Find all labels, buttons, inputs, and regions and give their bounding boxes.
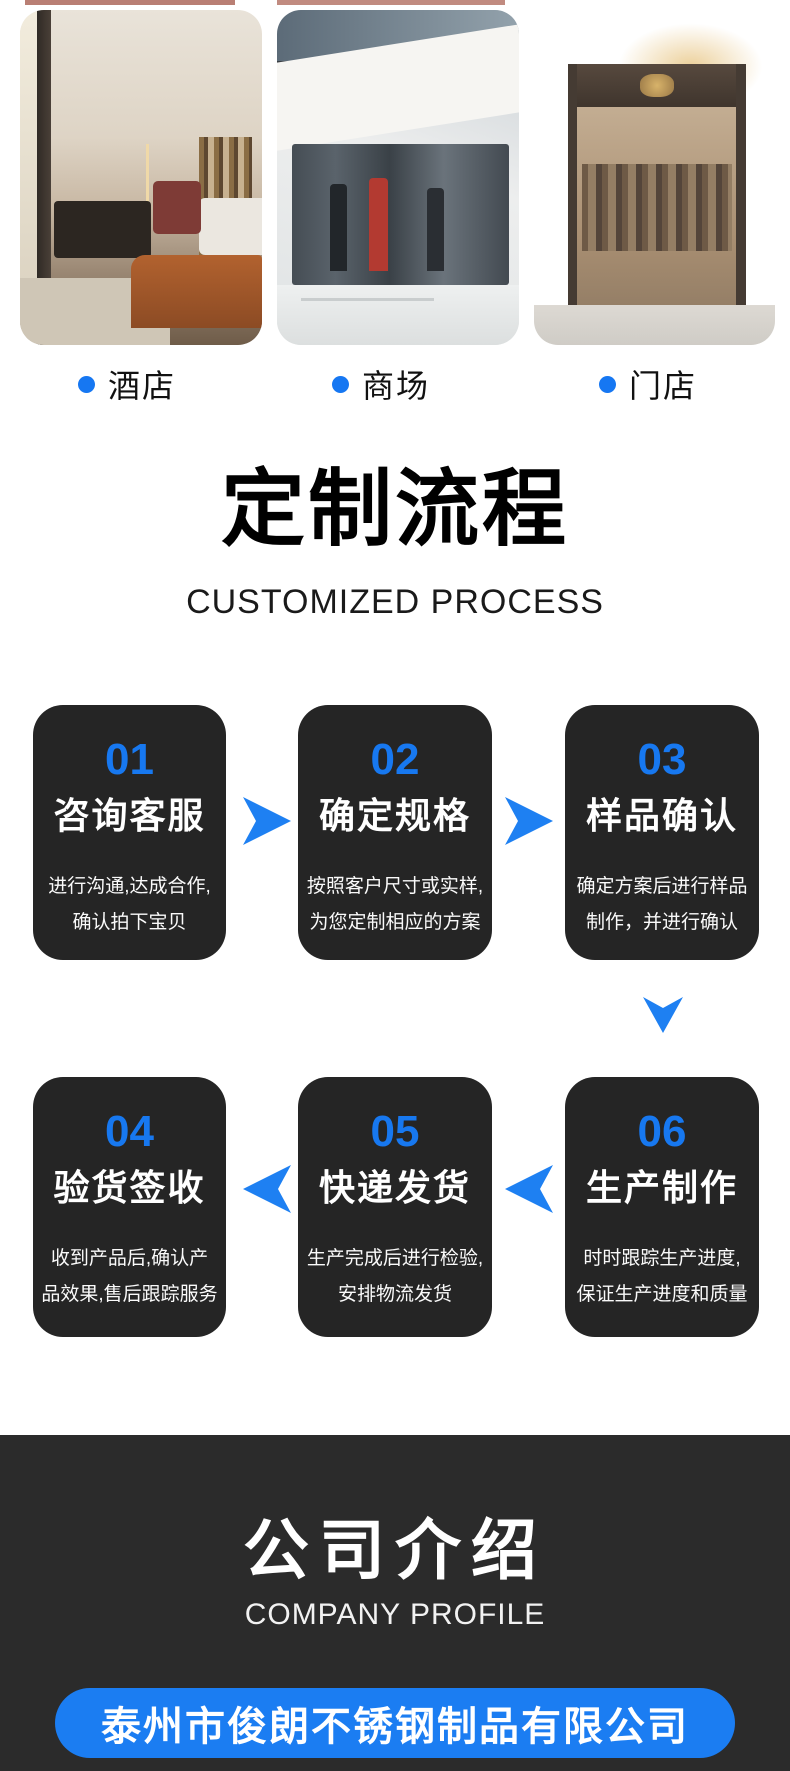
step-number: 04 — [105, 1107, 154, 1156]
step-description: 收到产品后,确认产 品效果,售后跟踪服务 — [41, 1248, 218, 1306]
step-title: 生产制作 — [585, 1167, 738, 1208]
gallery-label-mall: 商场 — [332, 362, 430, 406]
process-step-card-5: 05 快递发货 生产完成后进行检验, 安排物流发货 — [298, 1077, 492, 1337]
bullet-dot-icon — [78, 375, 95, 393]
top-edge-strip — [25, 0, 235, 5]
company-section-title: 公司介绍 — [243, 1513, 547, 1587]
step-number: 06 — [637, 1107, 687, 1156]
step-number: 03 — [637, 735, 687, 784]
step-description: 进行沟通,达成合作, 确认拍下宝贝 — [48, 876, 211, 934]
step-number: 05 — [370, 1107, 420, 1156]
step-title: 快递发货 — [318, 1167, 471, 1208]
mall-photo — [277, 10, 519, 345]
gallery-label-text: 商场 — [362, 368, 431, 404]
gallery-label-text: 酒店 — [108, 368, 177, 404]
step-description: 确定方案后进行样品 制作，并进行确认 — [576, 876, 748, 934]
bullet-dot-icon — [332, 375, 349, 393]
step-title: 样品确认 — [585, 795, 738, 836]
arrow-down-icon — [643, 997, 683, 1033]
hotel-photo — [20, 10, 262, 345]
process-step-card-3: 03 样品确认 确定方案后进行样品 制作，并进行确认 — [565, 705, 759, 960]
arrow-left-icon — [243, 1165, 291, 1213]
company-section: 公司介绍 COMPANY PROFILE 泰州市俊朗不锈钢制品有限公司 — [0, 1435, 790, 1771]
arrow-right-icon — [505, 797, 553, 845]
company-name-banner: 泰州市俊朗不锈钢制品有限公司 — [55, 1688, 735, 1758]
arrow-left-icon — [505, 1165, 553, 1213]
process-step-card-1: 01 咨询客服 进行沟通,达成合作, 确认拍下宝贝 — [33, 705, 226, 960]
company-section-subtitle: COMPANY PROFILE — [244, 1598, 546, 1631]
gallery-label-hotel: 酒店 — [78, 362, 176, 406]
step-number: 02 — [370, 735, 420, 784]
step-title: 咨询客服 — [53, 795, 206, 836]
gallery-label-text: 门店 — [629, 368, 698, 404]
process-section-subtitle: CUSTOMIZED PROCESS — [186, 583, 604, 621]
gallery-label-store: 门店 — [599, 362, 697, 406]
step-title: 验货签收 — [53, 1167, 206, 1208]
process-step-card-2: 02 确定规格 按照客户尺寸或实样, 为您定制相应的方案 — [298, 705, 492, 960]
bullet-dot-icon — [599, 375, 616, 393]
process-step-card-4: 04 验货签收 收到产品后,确认产 品效果,售后跟踪服务 — [33, 1077, 226, 1337]
step-description: 生产完成后进行检验, 安排物流发货 — [306, 1248, 484, 1306]
top-edge-strip — [277, 0, 505, 5]
arrow-right-icon — [243, 797, 291, 845]
store-photo — [534, 10, 775, 345]
process-step-card-6: 06 生产制作 时时跟踪生产进度, 保证生产进度和质量 — [565, 1077, 759, 1337]
step-number: 01 — [105, 735, 154, 784]
step-description: 时时跟踪生产进度, 保证生产进度和质量 — [576, 1248, 748, 1306]
step-description: 按照客户尺寸或实样, 为您定制相应的方案 — [306, 876, 484, 934]
process-section-title: 定制流程 — [220, 461, 569, 556]
step-title: 确定规格 — [318, 795, 471, 836]
